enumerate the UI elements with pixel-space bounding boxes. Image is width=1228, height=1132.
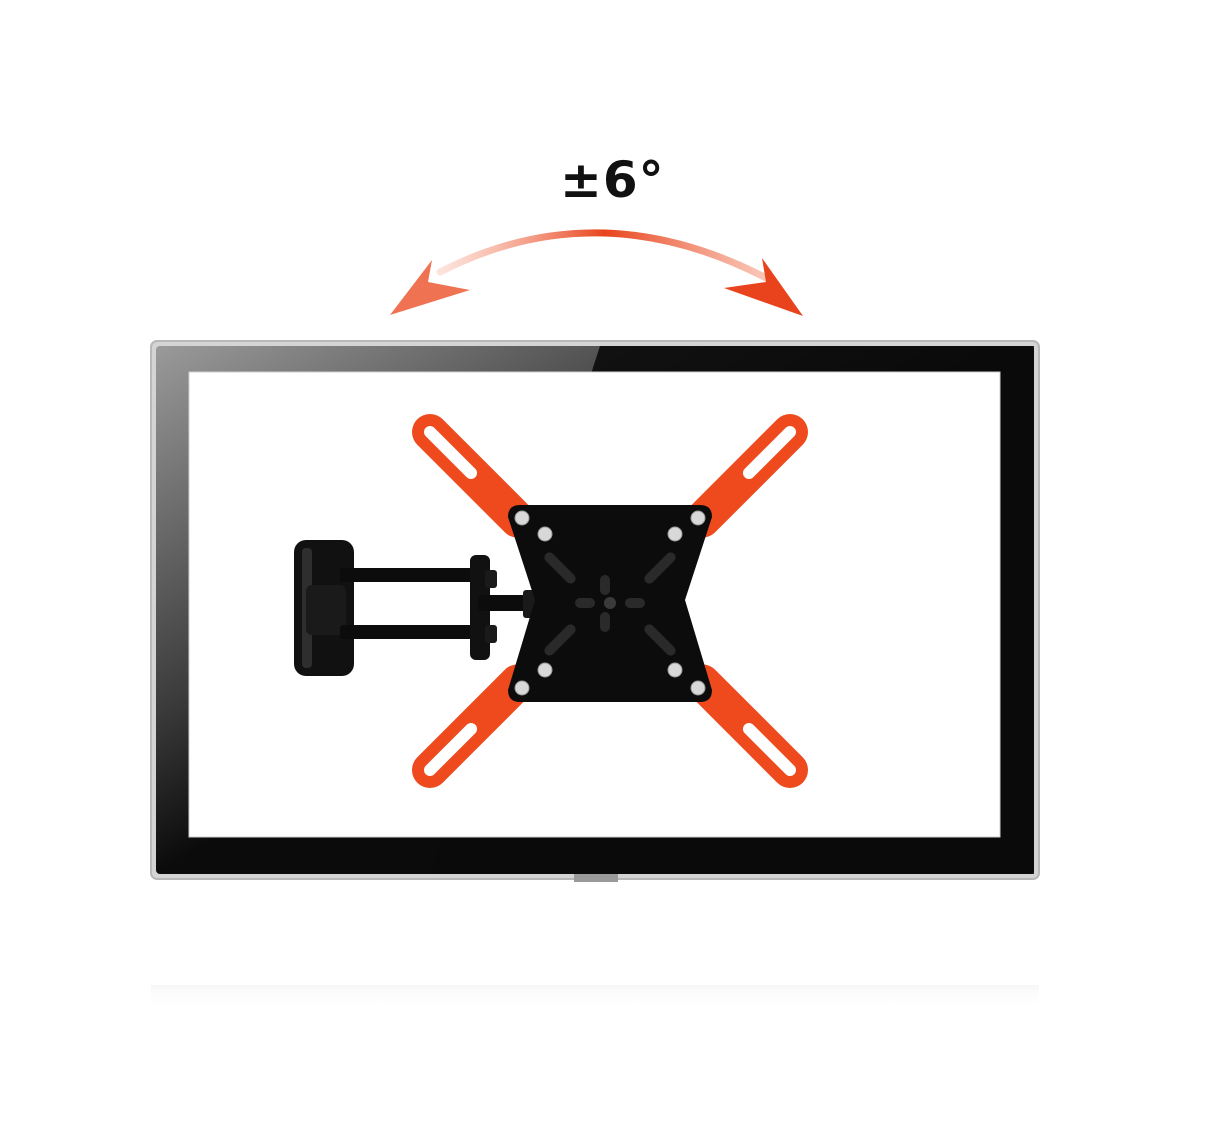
- arrow-head-left-icon: [390, 260, 470, 315]
- wall-bracket: [294, 540, 354, 676]
- mounting-bolts: [514, 510, 706, 696]
- tilt-arc-arrow: [390, 229, 803, 316]
- arrow-head-right-icon: [724, 258, 803, 316]
- tilt-angle-label: ±6°: [560, 151, 665, 209]
- vesa-plate: [508, 505, 712, 702]
- vesa-arms: [412, 414, 808, 788]
- tv-stand-nub: [574, 874, 618, 882]
